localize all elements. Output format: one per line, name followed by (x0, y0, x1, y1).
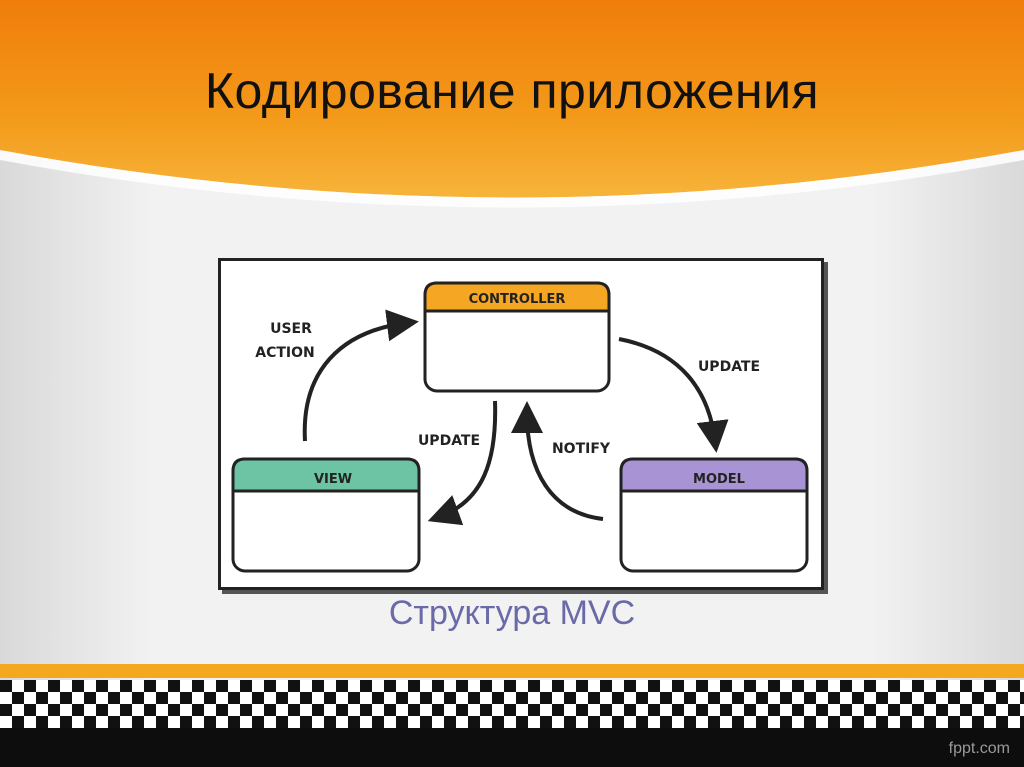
checkered-stripe (0, 680, 1024, 728)
update-view-arrow (427, 400, 498, 526)
user-action-label-line1: USER (270, 321, 312, 337)
view-node: VIEW (231, 457, 421, 573)
update-view-label: UPDATE (418, 433, 480, 449)
notify-label: NOTIFY (552, 441, 611, 457)
view-header (231, 457, 421, 493)
mvc-diagram: CONTROLLER VIEW MODEL USER ACTION UPDATE (218, 258, 824, 590)
model-label: MODEL (693, 472, 745, 487)
title-banner (0, 0, 1024, 198)
model-node: MODEL (619, 457, 809, 573)
update-model-label: UPDATE (698, 359, 760, 375)
watermark: fppt.com (948, 740, 1010, 757)
controller-header (423, 281, 611, 313)
view-label: VIEW (314, 472, 352, 487)
controller-node: CONTROLLER (423, 281, 611, 393)
user-action-label-line2: ACTION (255, 345, 315, 361)
mvc-diagram-svg: CONTROLLER VIEW MODEL USER ACTION UPDATE (231, 281, 809, 573)
banner-edge (0, 150, 1024, 208)
notify-arrow (511, 401, 604, 521)
bottom-yellow-stripe (0, 664, 1024, 678)
model-header (619, 457, 809, 493)
controller-label: CONTROLLER (469, 292, 566, 307)
bottom-black-bar (0, 728, 1024, 767)
update-model-arrow (618, 337, 729, 453)
slide-title: Кодирование приложения (204, 63, 820, 119)
diagram-caption: Структура MVC (388, 594, 636, 632)
user-action-arrow (302, 309, 419, 442)
